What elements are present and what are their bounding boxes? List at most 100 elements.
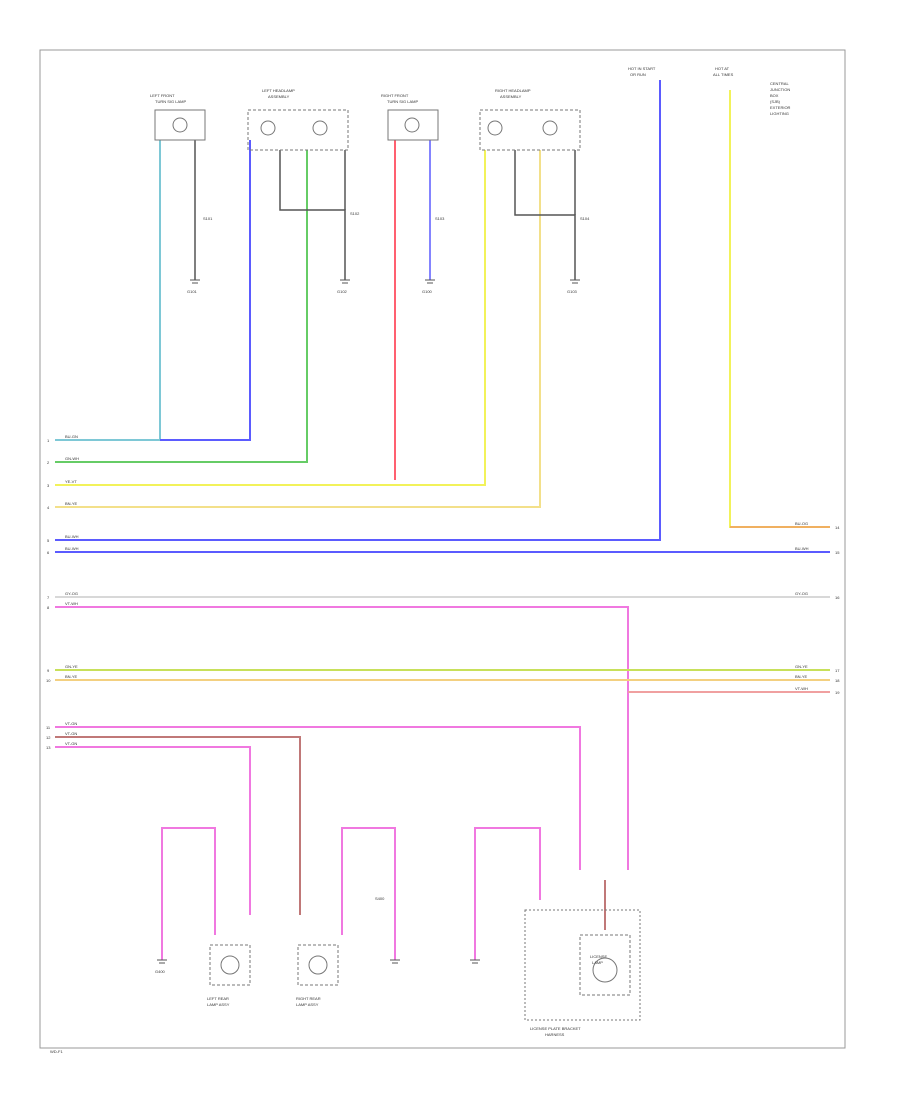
wire-12: [55, 736, 301, 915]
splice-5: S400: [375, 896, 385, 901]
wl-9: GN-YE: [65, 664, 78, 669]
wl-11: VT-GN: [65, 721, 77, 726]
pin-l-9: 9: [47, 668, 50, 673]
right-rear-lamp: [297, 944, 339, 986]
horizontal-wires: [55, 80, 830, 915]
rf-turn-label-1: RIGHT FRONT: [381, 93, 409, 98]
cjb-note-1: CENTRAL: [770, 81, 789, 86]
pin-r-3: 16: [835, 595, 840, 600]
wl-7: GY-OG: [65, 591, 78, 596]
wire-8: [55, 606, 629, 870]
wl-6: BU-WH: [65, 546, 79, 551]
wire-orange: [729, 90, 830, 528]
cjb-note-3: BOX: [770, 93, 779, 98]
ground-1: G101: [187, 289, 198, 294]
wire-1: [55, 140, 161, 441]
r-rear-label-1: RIGHT REAR: [296, 996, 321, 1001]
wr-2: BU-WH: [795, 546, 809, 551]
wr-3: GY-OG: [795, 591, 808, 596]
l-rear-label-1: LEFT REAR: [207, 996, 229, 1001]
ground-5: G400: [155, 969, 166, 974]
wire-5: [55, 80, 661, 541]
wire-11: [55, 726, 581, 870]
labels: LEFT FRONT TURN SIG LAMP LEFT HEADLAMP A…: [46, 66, 840, 1054]
hot-run-label-2: OR RUN: [630, 72, 646, 77]
pin-r-4: 17: [835, 668, 840, 673]
wire-13: [55, 746, 251, 915]
wl-13: VT-GN: [65, 741, 77, 746]
lic-lamp-label-2: LAMP: [592, 960, 603, 965]
ground-2: G102: [337, 289, 348, 294]
pin-l-2: 2: [47, 460, 50, 465]
rh-headlamp-label-1: RIGHT HEADLAMP: [495, 88, 531, 93]
cjb-note-2: JUNCTION: [770, 87, 790, 92]
wl-3: YE-VT: [65, 479, 77, 484]
lower-loops: [161, 827, 606, 960]
l-rear-label-2: LAMP ASSY: [207, 1002, 230, 1007]
page-ref: WD-F1: [50, 1049, 63, 1054]
license-bracket: [524, 909, 641, 1021]
pin-l-11: 11: [46, 725, 51, 730]
lic-bracket-label-1: LICENSE PLATE BRACKET: [530, 1026, 581, 1031]
wr-4: GN-YE: [795, 664, 808, 669]
rh-headlamp-assy: [479, 109, 581, 151]
splice-2: S102: [350, 211, 360, 216]
left-rear-lamp: [209, 944, 251, 986]
grounds: [157, 279, 580, 964]
pin-r-1: 14: [835, 525, 840, 530]
pin-l-8: 8: [47, 605, 50, 610]
pin-r-2: 15: [835, 550, 840, 555]
wl-5: BU-WH: [65, 534, 79, 539]
hot-run-label-1: HOT IN START: [628, 66, 656, 71]
wl-8: VT-WH: [65, 601, 78, 606]
ground-4: G103: [567, 289, 578, 294]
rf-turn-lamp: [387, 109, 439, 141]
wl-4: BN-YE: [65, 501, 78, 506]
lic-bracket-label-2: HARNESS: [545, 1032, 565, 1037]
pin-l-6: 6: [47, 550, 50, 555]
wr-1: BU-OG: [795, 521, 808, 526]
rf-turn-label-2: TURN SIG LAMP: [387, 99, 418, 104]
pin-l-1: 1: [47, 438, 50, 443]
lh-headlamp-label-1: LEFT HEADLAMP: [262, 88, 295, 93]
lh-headlamp-label-2: ASSEMBLY: [268, 94, 290, 99]
wire-2: [55, 150, 308, 463]
wr-5: BN-YE: [795, 674, 808, 679]
lf-turn-label-2: TURN SIG LAMP: [155, 99, 186, 104]
license-lamp: [579, 934, 631, 996]
lf-turn-label-1: LEFT FRONT: [150, 93, 175, 98]
wire-4: [55, 150, 541, 508]
components: [154, 109, 641, 1021]
pin-r-5: 18: [835, 678, 840, 683]
splice-4: S104: [580, 216, 590, 221]
hot-all-label-2: ALL TIMES: [713, 72, 734, 77]
pin-l-3: 3: [47, 483, 50, 488]
pin-l-13: 13: [46, 745, 51, 750]
wire-1b: [160, 140, 251, 441]
r-rear-label-2: LAMP ASSY: [296, 1002, 319, 1007]
wl-12: VT-GN: [65, 731, 77, 736]
hot-all-label-1: HOT AT: [715, 66, 730, 71]
pin-l-10: 10: [46, 678, 51, 683]
lic-lamp-label-1: LICENSE: [590, 954, 607, 959]
wl-2: GN-WH: [65, 456, 79, 461]
wr-6: VT-WH: [795, 686, 808, 691]
cjb-note-4: (SJB): [770, 99, 781, 104]
pin-l-7: 7: [47, 595, 50, 600]
pin-l-4: 4: [47, 505, 50, 510]
pin-l-12: 12: [46, 735, 51, 740]
ground-3: G100: [422, 289, 433, 294]
cjb-note-6: LIGHTING: [770, 111, 789, 116]
splice-1: S101: [203, 216, 213, 221]
splice-3: S103: [435, 216, 445, 221]
wl-1: BU-GN: [65, 434, 78, 439]
pin-l-5: 5: [47, 538, 50, 543]
upper-drops: [194, 140, 576, 280]
wire-3: [55, 150, 486, 486]
rh-headlamp-label-2: ASSEMBLY: [500, 94, 522, 99]
cjb-note-5: EXTERIOR: [770, 105, 791, 110]
lh-headlamp-assy: [247, 109, 349, 151]
wl-10: BN-YE: [65, 674, 78, 679]
pin-r-6: 19: [835, 690, 840, 695]
